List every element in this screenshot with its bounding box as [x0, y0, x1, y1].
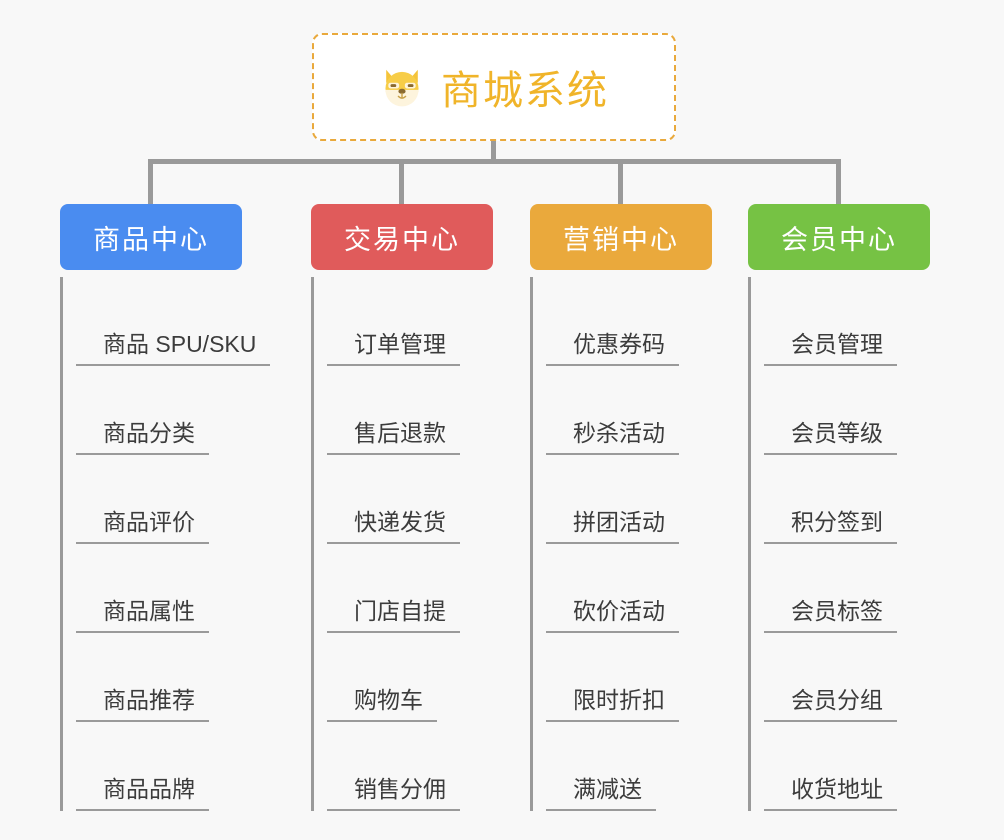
leaf-list: 优惠券码秒杀活动拼团活动砍价活动限时折扣满减送 [530, 277, 712, 811]
connector-drop-1 [148, 159, 153, 207]
leaf-item[interactable]: 限时折扣 [546, 633, 712, 722]
connector-root-stem [491, 141, 496, 163]
leaf-item[interactable]: 商品分类 [76, 366, 242, 455]
leaf-item[interactable]: 满减送 [546, 722, 712, 811]
leaf-item[interactable]: 商品品牌 [76, 722, 242, 811]
leaf-label: 会员等级 [764, 420, 897, 455]
leaf-item[interactable]: 商品属性 [76, 544, 242, 633]
leaf-label: 售后退款 [327, 420, 460, 455]
leaf-label: 积分签到 [764, 509, 897, 544]
root-node[interactable]: 商城系统 [312, 33, 676, 141]
leaf-label: 快递发货 [327, 509, 460, 544]
leaf-item[interactable]: 商品评价 [76, 455, 242, 544]
leaf-label: 购物车 [327, 687, 437, 722]
connector-drop-4 [836, 159, 841, 207]
leaf-item[interactable]: 商品 SPU/SKU [76, 277, 271, 366]
leaf-label: 收货地址 [764, 776, 897, 811]
leaf-list: 商品 SPU/SKU 商品分类商品评价商品属性商品推荐商品品牌 [60, 277, 271, 811]
connector-horizontal-bus [150, 159, 839, 164]
leaf-item[interactable]: 收货地址 [764, 722, 930, 811]
root-title: 商城系统 [441, 69, 609, 113]
category-node[interactable]: 会员中心 [748, 204, 930, 270]
category-node[interactable]: 交易中心 [311, 204, 493, 270]
leaf-item[interactable]: 订单管理 [327, 277, 493, 366]
leaf-label: 商品属性 [76, 598, 209, 633]
leaf-item[interactable]: 销售分佣 [327, 722, 493, 811]
leaf-label: 商品推荐 [76, 687, 209, 722]
leaf-item[interactable]: 售后退款 [327, 366, 493, 455]
leaf-item[interactable]: 秒杀活动 [546, 366, 712, 455]
leaf-label: 优惠券码 [546, 331, 679, 366]
category-label: 交易中心 [344, 224, 460, 255]
category-node[interactable]: 营销中心 [530, 204, 712, 270]
leaf-item[interactable]: 会员分组 [764, 633, 930, 722]
connector-drop-3 [618, 159, 623, 207]
leaf-label: 会员标签 [764, 598, 897, 633]
category-label: 营销中心 [563, 224, 679, 255]
leaf-item[interactable]: 购物车 [327, 633, 493, 722]
leaf-item[interactable]: 积分签到 [764, 455, 930, 544]
leaf-label: 会员分组 [764, 687, 897, 722]
leaf-list: 会员管理会员等级积分签到会员标签会员分组收货地址 [748, 277, 930, 811]
leaf-label: 砍价活动 [546, 598, 679, 633]
leaf-label: 订单管理 [327, 331, 460, 366]
leaf-item[interactable]: 会员标签 [764, 544, 930, 633]
leaf-label: 秒杀活动 [546, 420, 679, 455]
category-label: 商品中心 [93, 224, 209, 255]
category-column: 商品中心商品 SPU/SKU 商品分类商品评价商品属性商品推荐商品品牌 [60, 204, 271, 811]
leaf-item[interactable]: 优惠券码 [546, 277, 712, 366]
category-label: 会员中心 [781, 224, 897, 255]
dog-face-icon [379, 64, 425, 110]
leaf-label: 拼团活动 [546, 509, 679, 544]
leaf-label: 销售分佣 [327, 776, 460, 811]
leaf-item[interactable]: 会员管理 [764, 277, 930, 366]
leaf-label: 门店自提 [327, 598, 460, 633]
leaf-item[interactable]: 商品推荐 [76, 633, 242, 722]
category-column: 会员中心会员管理会员等级积分签到会员标签会员分组收货地址 [748, 204, 930, 811]
leaf-list: 订单管理售后退款快递发货门店自提购物车销售分佣 [311, 277, 493, 811]
leaf-item[interactable]: 门店自提 [327, 544, 493, 633]
leaf-item[interactable]: 快递发货 [327, 455, 493, 544]
category-column: 营销中心优惠券码秒杀活动拼团活动砍价活动限时折扣满减送 [530, 204, 712, 811]
leaf-label: 限时折扣 [546, 687, 679, 722]
leaf-label: 商品评价 [76, 509, 209, 544]
leaf-item[interactable]: 砍价活动 [546, 544, 712, 633]
leaf-label: 商品分类 [76, 420, 209, 455]
leaf-label: 商品品牌 [76, 776, 209, 811]
category-node[interactable]: 商品中心 [60, 204, 242, 270]
leaf-label: 会员管理 [764, 331, 897, 366]
leaf-item[interactable]: 会员等级 [764, 366, 930, 455]
category-column: 交易中心订单管理售后退款快递发货门店自提购物车销售分佣 [311, 204, 493, 811]
connector-drop-2 [399, 159, 404, 207]
leaf-label: 满减送 [546, 776, 656, 811]
leaf-label: 商品 SPU/SKU [76, 331, 271, 366]
leaf-item[interactable]: 拼团活动 [546, 455, 712, 544]
